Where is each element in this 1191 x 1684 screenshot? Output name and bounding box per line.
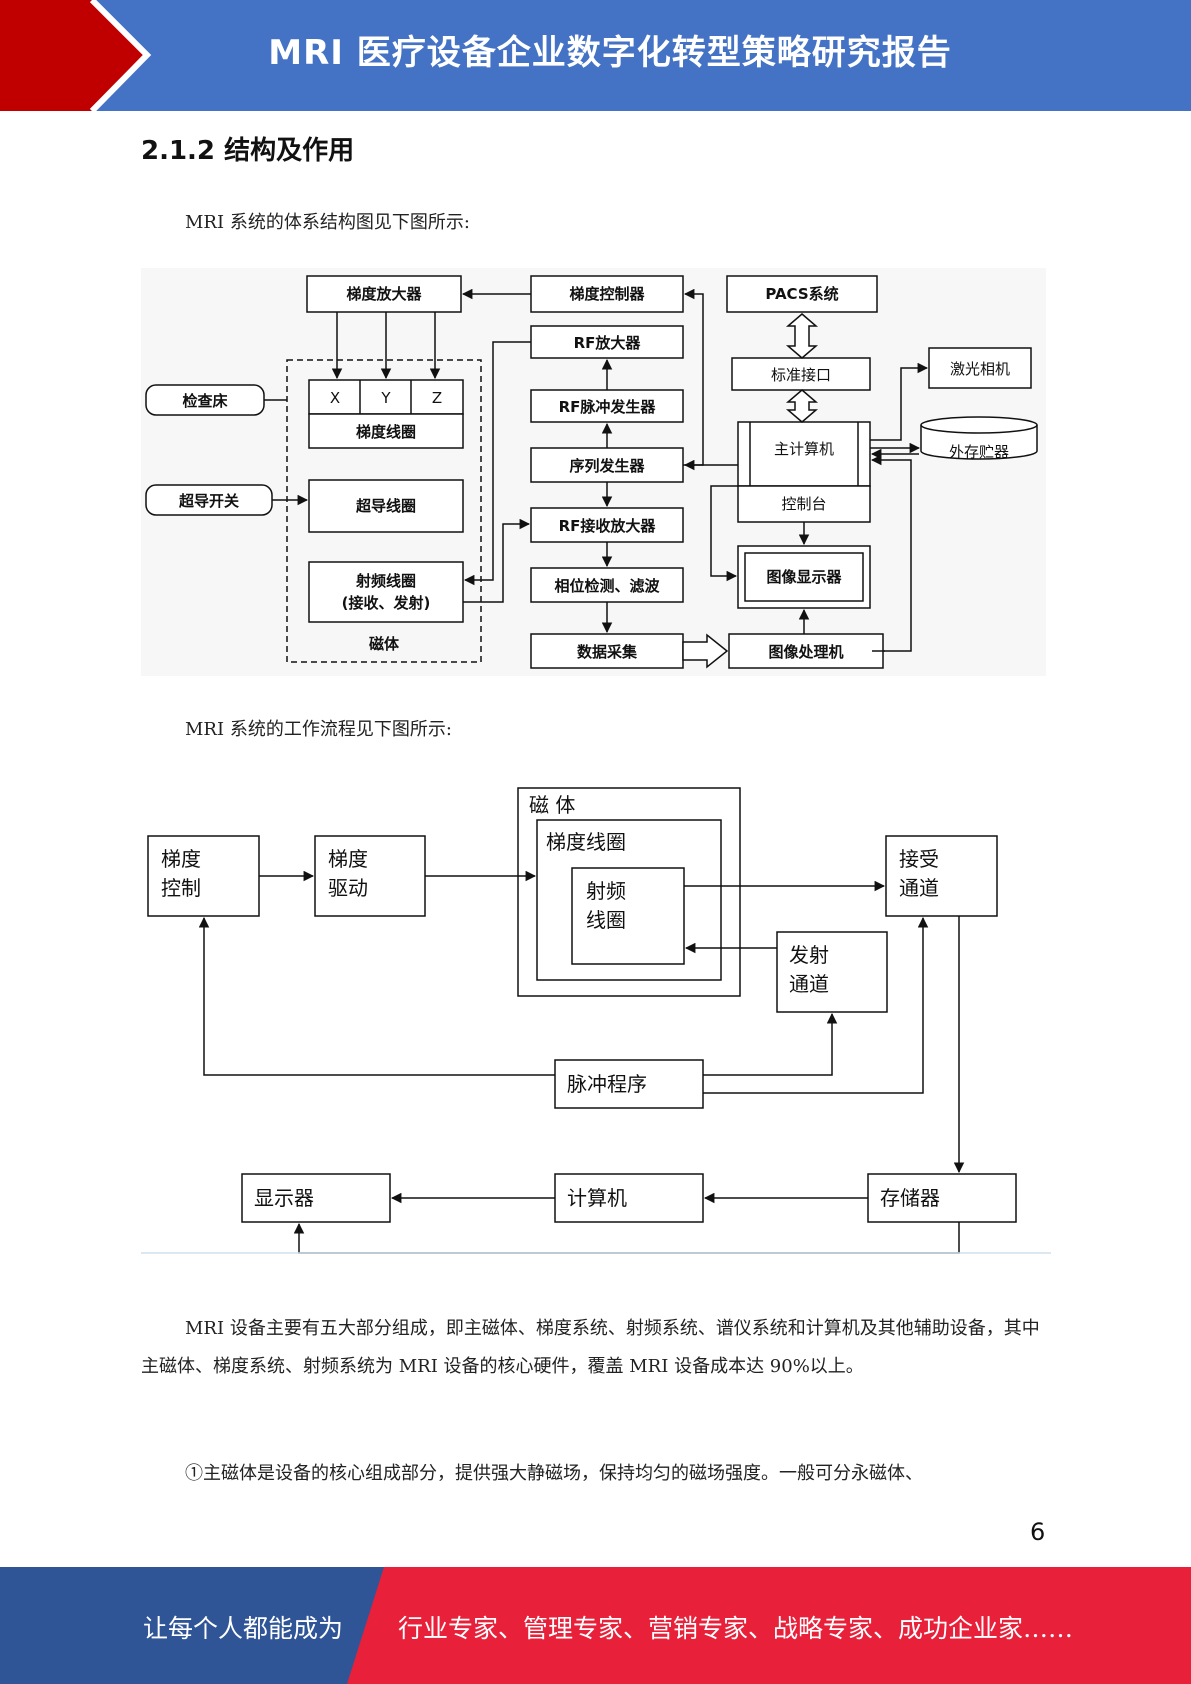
page-footer: 让每个人都能成为 行业专家、管理专家、营销专家、战略专家、成功企业家…… [0,1567,1191,1684]
arch-sc-coil: 超导线圈 [355,497,416,515]
recv-channel-box [885,835,998,917]
flow-grad-ctrl-1: 梯度 [161,847,201,871]
body-paragraph-2: ①主磁体是设备的核心组成部分，提供强大静磁场，保持均匀的磁场强度。一般可分永磁体… [185,1463,923,1484]
arch-y: Y [380,389,391,407]
grad-ctrl-box [147,835,260,917]
arch-rf-coil-2: (接收、发射) [342,594,431,612]
arch-img-disp: 图像显示器 [766,568,842,586]
computer-box [554,1173,704,1223]
flow-magnet: 磁 体 [529,793,575,817]
console-box [737,485,871,523]
arch-x: X [330,389,340,407]
flow-recv-2: 通道 [899,876,939,900]
rf-coil-box [571,867,685,965]
rf-recv-box [530,507,684,543]
arch-grad-coil: 梯度线圈 [356,423,416,441]
arch-phase-det: 相位检测、滤波 [554,577,660,595]
body-paragraph-1: MRI 设备主要有五大部分组成，即主磁体、梯度系统、射频系统、谱仪系统和计算机及… [141,1318,1040,1377]
arch-sc-switch: 超导开关 [178,492,239,510]
pacs-double-arrow [785,313,819,359]
tx-channel-box [776,931,888,1013]
header-title: MRI 医疗设备企业数字化转型策略研究报告 [268,33,952,73]
storage-box [867,1173,1017,1223]
flow-rf-coil-1: 射频 [586,879,626,903]
laser-cam-box [928,347,1032,389]
architecture-diagram: 梯度放大器 梯度控制器 PACS系统 X Y Z 梯度线圈 RF放大器 标准接口… [141,268,1046,676]
arch-rf-coil-1: 射频线圈 [355,572,416,590]
flow-grad-drive-1: 梯度 [328,847,368,871]
page-header: MRI 医疗设备企业数字化转型策略研究报告 [0,0,1191,111]
pulse-seq-box [554,1059,704,1109]
intro-workflow: MRI 系统的工作流程见下图所示: [185,719,452,740]
grad-amp-box [306,275,462,313]
flow-computer: 计算机 [567,1186,627,1210]
header-chevron [0,0,152,111]
arch-seq-gen: 序列发生器 [569,457,645,475]
img-disp-box [737,545,871,609]
ext-store-cylinder [920,416,1038,460]
grad-ctrl-box [530,275,684,313]
main-pc-box [737,421,871,487]
arch-exam-bed: 检查床 [182,392,228,410]
acq-to-proc-arrow [682,633,729,669]
arch-pacs: PACS系统 [765,285,838,303]
flow-pulse-seq: 脉冲程序 [567,1072,647,1096]
footer-slogan-right: 行业专家、管理专家、营销专家、战略专家、成功企业家…… [398,1614,1074,1643]
arch-rf-amp: RF放大器 [574,334,642,352]
intro-architecture: MRI 系统的体系结构图见下图所示: [185,212,470,233]
arch-data-acq: 数据采集 [577,643,638,661]
footer-background [0,1567,1191,1684]
arch-img-proc: 图像处理机 [768,643,843,661]
display-box [241,1173,391,1223]
rf-coil-box [308,561,464,623]
iface-double-arrow [785,389,819,423]
img-proc-box [728,633,884,669]
flow-grad-drive-2: 驱动 [328,876,368,900]
arch-laser-cam: 激光相机 [950,360,1010,378]
footer-slogan-left: 让每个人都能成为 [143,1614,344,1643]
arch-main-pc: 主计算机 [774,440,834,458]
flow-tx-1: 发射 [789,943,829,967]
workflow-diagram: 磁 体 梯度线圈 梯度 控制 梯度 驱动 射频 线圈 接受 通道 发射 通道 脉… [141,787,1051,1254]
section-title: 2.1.2 结构及作用 [141,136,355,166]
arch-console: 控制台 [781,495,826,513]
arch-rf-pulse: RF脉冲发生器 [559,398,657,416]
arch-ext-store: 外存贮器 [949,443,1009,461]
page-number: 6 [1030,1518,1046,1546]
arch-grad-amp: 梯度放大器 [346,285,422,303]
arch-rf-recv: RF接收放大器 [559,517,657,535]
magnet-region [286,359,482,663]
arch-std-iface: 标准接口 [771,366,831,384]
arch-z: Z [432,389,442,407]
arch-grad-ctrl: 梯度控制器 [569,285,645,303]
xyz-box [308,379,464,415]
flow-recv-1: 接受 [899,847,939,871]
flow-grad-coil: 梯度线圈 [546,830,626,854]
arch-magnet: 磁体 [369,635,400,653]
pacs-box [726,275,878,313]
grad-drive-box [314,835,426,917]
flow-display: 显示器 [254,1186,314,1210]
flow-tx-2: 通道 [789,972,829,996]
sc-coil-box [308,479,464,533]
flow-storage: 存储器 [880,1186,940,1210]
flow-rf-coil-2: 线圈 [586,908,626,932]
flow-grad-ctrl-2: 控制 [161,876,201,900]
rf-pulse-box [530,389,684,423]
grad-coil-box [308,413,464,449]
